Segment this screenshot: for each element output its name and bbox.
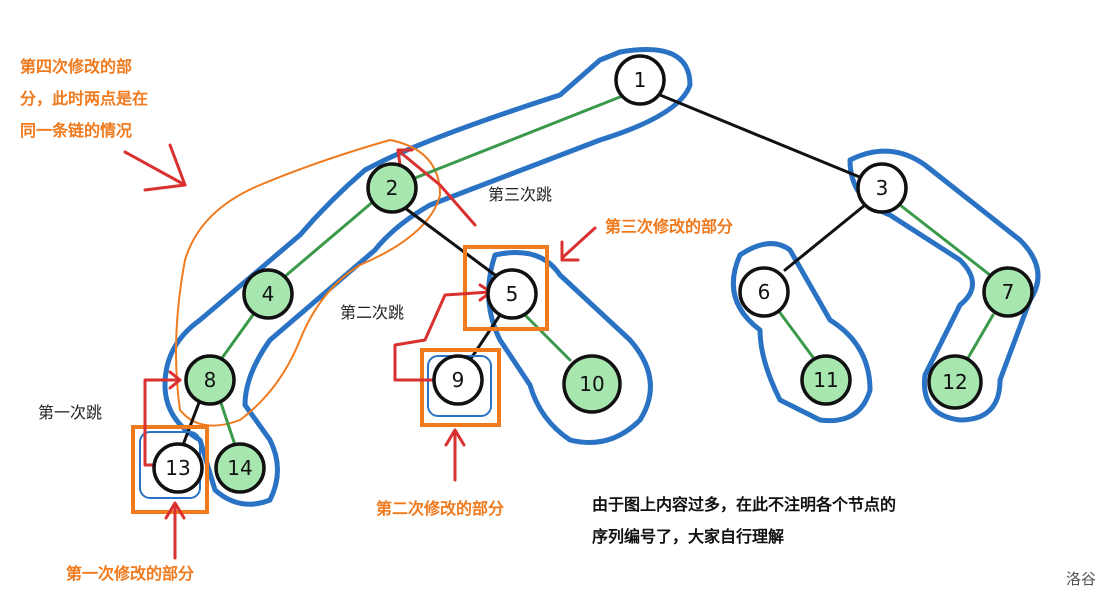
node-label: 10 xyxy=(579,372,604,396)
node-circle xyxy=(982,266,1034,318)
first-change-label: 第一次修改的部分 xyxy=(66,564,194,583)
node-circle xyxy=(562,354,622,414)
node-9: 9 xyxy=(432,354,484,406)
chain-outline-3-7-12 xyxy=(847,148,1041,423)
third-jump-arrow xyxy=(398,150,477,227)
third-jump-label: 第三次跳 xyxy=(488,185,552,204)
edge-5-9 xyxy=(468,313,502,362)
node-label: 8 xyxy=(204,368,217,392)
edge-8-13 xyxy=(181,398,202,447)
second-change-label: 第二次修改的部分 xyxy=(376,499,504,518)
node-circle xyxy=(486,268,538,320)
edge-1-3 xyxy=(658,93,864,180)
fourth-change-line-2: 分，此时两点是在 xyxy=(20,89,148,108)
chain-outline-6-11 xyxy=(730,241,873,424)
node-circle xyxy=(738,266,790,318)
third-change-label: 第三次修改的部分 xyxy=(605,217,733,236)
node-14: 14 xyxy=(214,442,266,494)
edge-6-11 xyxy=(776,308,817,362)
chain-outline-main xyxy=(162,47,693,507)
edge-5-10 xyxy=(523,313,572,362)
fourth-change-line-3: 同一条链的情况 xyxy=(20,121,132,140)
first-jump-label: 第一次跳 xyxy=(38,403,102,422)
node-7: 7 xyxy=(982,266,1034,318)
node-10: 10 xyxy=(562,354,622,414)
node-label: 1 xyxy=(634,68,647,92)
second-jump-label: 第二次跳 xyxy=(340,303,404,322)
watermark: 洛谷 xyxy=(1066,570,1096,588)
node-label: 3 xyxy=(876,176,889,200)
node-5: 5 xyxy=(486,268,538,320)
chain-outlines xyxy=(162,47,1041,507)
node-circle xyxy=(614,54,666,106)
node-12: 12 xyxy=(927,354,983,410)
node-circle xyxy=(856,162,908,214)
node-label: 7 xyxy=(1002,280,1015,304)
edge-2-5 xyxy=(403,206,497,277)
edges xyxy=(181,93,995,447)
node-1: 1 xyxy=(614,54,666,106)
node-label: 12 xyxy=(942,370,967,394)
red-arrows xyxy=(123,143,597,560)
edge-1-2 xyxy=(408,93,627,182)
node-2: 2 xyxy=(366,162,418,214)
node-circle xyxy=(800,354,852,406)
node-circle xyxy=(927,354,983,410)
node-11: 11 xyxy=(800,354,852,406)
edge-8-14 xyxy=(218,398,237,447)
node-label: 2 xyxy=(386,176,399,200)
node-circle xyxy=(184,354,236,406)
node-circle xyxy=(242,268,294,320)
edge-2-4 xyxy=(281,198,377,280)
annotations: 第四次修改的部 分，此时两点是在 同一条链的情况 第三次跳 第三次修改的部分 第… xyxy=(20,57,1096,588)
node-6: 6 xyxy=(738,266,790,318)
node-label: 13 xyxy=(165,456,190,480)
edge-3-6 xyxy=(783,203,867,272)
fourth-change-line-1: 第四次修改的部 xyxy=(20,57,132,76)
node-label: 4 xyxy=(262,282,275,306)
node-circle xyxy=(152,442,204,494)
edge-7-12 xyxy=(966,313,995,360)
node-label: 5 xyxy=(506,282,519,306)
third-change-pointer xyxy=(560,226,597,260)
node-circle xyxy=(214,442,266,494)
node-circle xyxy=(366,162,418,214)
second-jump-arrow xyxy=(393,290,492,382)
node-label: 6 xyxy=(758,280,771,304)
node-circle xyxy=(432,354,484,406)
node-8: 8 xyxy=(184,354,236,406)
note-line-2: 序列编号了，大家自行理解 xyxy=(592,527,784,546)
node-label: 9 xyxy=(452,368,465,392)
node-label: 14 xyxy=(227,456,252,480)
box-node-9 xyxy=(420,348,501,427)
node-3: 3 xyxy=(856,162,908,214)
node-13: 13 xyxy=(152,442,204,494)
edge-3-7 xyxy=(898,203,992,277)
box-node-5 xyxy=(463,245,549,331)
node-label: 11 xyxy=(813,368,838,392)
node-4: 4 xyxy=(242,268,294,320)
fourth-change-loop xyxy=(175,138,442,427)
edge-4-8 xyxy=(220,310,257,360)
note-line-1: 由于图上内容过多，在此不注明各个节点的 xyxy=(592,495,896,514)
